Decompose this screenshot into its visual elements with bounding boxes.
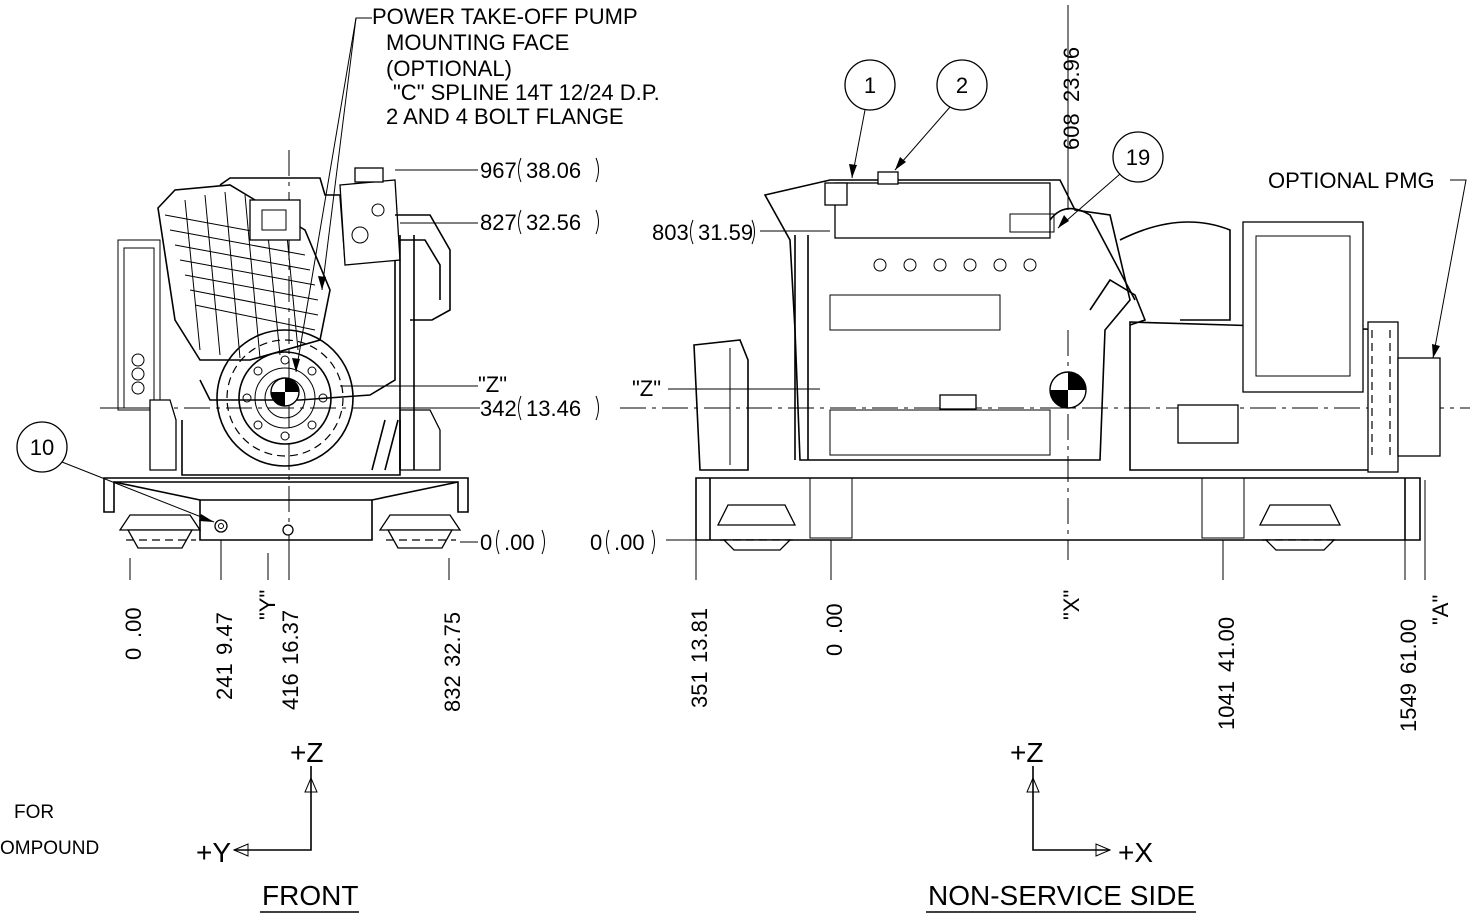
front-note-line1: FOR — [14, 802, 54, 823]
svg-text:16.37: 16.37 — [278, 610, 303, 665]
front-dim-0-value: 0 — [480, 530, 492, 555]
svg-text:"Y": "Y" — [255, 590, 280, 620]
side-axis-x-label: +X — [1118, 837, 1153, 868]
front-label-z: "Z" — [478, 372, 507, 397]
side-hdim-0: 0 .00 — [822, 603, 847, 656]
side-view: 1 2 19 — [620, 5, 1470, 857]
front-view: 10 — [16, 17, 480, 857]
side-label-x: "X" — [1059, 590, 1084, 620]
front-hdim-416: 416 16.37 — [278, 610, 303, 710]
dim-803-inches: 31.59 — [698, 220, 753, 245]
front-hdim-0: 0 .00 — [121, 607, 146, 660]
front-axis-z-label: +Z — [290, 737, 323, 768]
optional-pmg-callout: OPTIONAL PMG — [1268, 168, 1435, 193]
side-engine-block — [763, 171, 1147, 461]
dim-342-inches: 13.46 — [526, 396, 581, 421]
svg-text:832: 832 — [440, 675, 465, 712]
side-optional-pmg — [1397, 357, 1441, 457]
front-engine-body — [117, 167, 451, 476]
side-cog-symbol — [1049, 371, 1087, 409]
front-pto-leaders — [292, 17, 372, 373]
dim-803-value: 803 — [652, 220, 689, 245]
pto-callout-line1: POWER TAKE-OFF PUMP — [372, 4, 638, 29]
front-base-frame — [103, 477, 469, 549]
dim-827-value: 827 — [480, 210, 517, 235]
svg-text:0: 0 — [121, 648, 146, 660]
side-label-z: "Z" — [632, 376, 661, 401]
front-note-line2: OMPOUND — [0, 838, 99, 859]
side-balloon-2: 2 — [894, 59, 988, 171]
svg-text:.00: .00 — [822, 603, 847, 634]
side-axis-indicator — [1026, 766, 1112, 857]
front-horizontal-dims — [129, 540, 450, 580]
side-dim-0-inches: .00 — [614, 530, 645, 555]
side-balloon-1: 1 — [844, 59, 896, 179]
side-base-frame — [695, 477, 1421, 551]
side-hdim-1549: 1549 61.00 — [1396, 619, 1421, 732]
side-hdim-351: 351 13.81 — [687, 608, 712, 708]
svg-text:0: 0 — [822, 644, 847, 656]
side-dims — [666, 5, 1426, 580]
svg-text:41.00: 41.00 — [1214, 617, 1239, 672]
pto-callout-line4: "C" SPLINE 14T 12/24 D.P. — [393, 80, 660, 105]
dim-827-inches: 32.56 — [526, 210, 581, 235]
balloon-1-text: 1 — [864, 73, 876, 98]
svg-text:1549: 1549 — [1396, 683, 1421, 732]
front-flywheel — [216, 329, 354, 467]
front-view-title: FRONT — [262, 880, 358, 911]
front-axis-y-label: +Y — [196, 837, 231, 868]
side-flywheel-housing — [693, 339, 749, 471]
front-balloon-10: 10 — [16, 421, 215, 523]
front-vertical-dims — [340, 169, 478, 543]
front-fan-guard — [157, 184, 331, 361]
dim-967-value: 967 — [480, 158, 517, 183]
dim-967-inches: 38.06 — [526, 158, 581, 183]
front-label-y: "Y" — [255, 590, 280, 620]
dim-342-value: 342 — [480, 396, 517, 421]
side-label-a: "A" — [1428, 595, 1453, 625]
front-axis-indicator — [232, 766, 318, 857]
svg-text:"A": "A" — [1428, 595, 1453, 625]
front-hdim-832: 832 32.75 — [440, 612, 465, 712]
front-dim-0-inches: .00 — [504, 530, 535, 555]
side-view-title: NON-SERVICE SIDE — [928, 880, 1195, 911]
svg-text:1041: 1041 — [1214, 681, 1239, 730]
pto-callout-line3: (OPTIONAL) — [386, 56, 512, 81]
svg-text:351: 351 — [687, 671, 712, 708]
svg-text:61.00: 61.00 — [1396, 619, 1421, 674]
svg-text:608: 608 — [1059, 113, 1084, 150]
svg-text:416: 416 — [278, 673, 303, 710]
pmg-leader — [1432, 179, 1467, 359]
balloon-10-text: 10 — [30, 435, 54, 460]
svg-text:241: 241 — [212, 663, 237, 700]
svg-text:13.81: 13.81 — [687, 608, 712, 663]
side-dim-0-value: 0 — [590, 530, 602, 555]
pto-callout-line5: 2 AND 4 BOLT FLANGE — [386, 104, 624, 129]
svg-text:.00: .00 — [121, 607, 146, 638]
front-drain-plug — [214, 519, 228, 533]
pto-callout-line2: MOUNTING FACE — [386, 30, 569, 55]
balloon-2-text: 2 — [956, 73, 968, 98]
side-balloon-19: 19 — [1057, 131, 1164, 229]
side-hdim-1041: 1041 41.00 — [1214, 617, 1239, 730]
svg-text:9.47: 9.47 — [212, 612, 237, 655]
front-hdim-241: 241 9.47 — [212, 612, 237, 700]
side-valve-cover — [834, 182, 1051, 239]
front-cog-symbol — [270, 377, 300, 407]
svg-text:"X": "X" — [1059, 590, 1084, 620]
side-axis-z-label: +Z — [1010, 737, 1043, 768]
svg-text:23.96: 23.96 — [1059, 47, 1084, 102]
side-control-box — [1242, 221, 1364, 393]
side-dim-608: 608 23.96 — [1059, 47, 1084, 150]
side-generator — [1119, 221, 1441, 473]
balloon-19-text: 19 — [1126, 145, 1150, 170]
svg-text:32.75: 32.75 — [440, 612, 465, 667]
